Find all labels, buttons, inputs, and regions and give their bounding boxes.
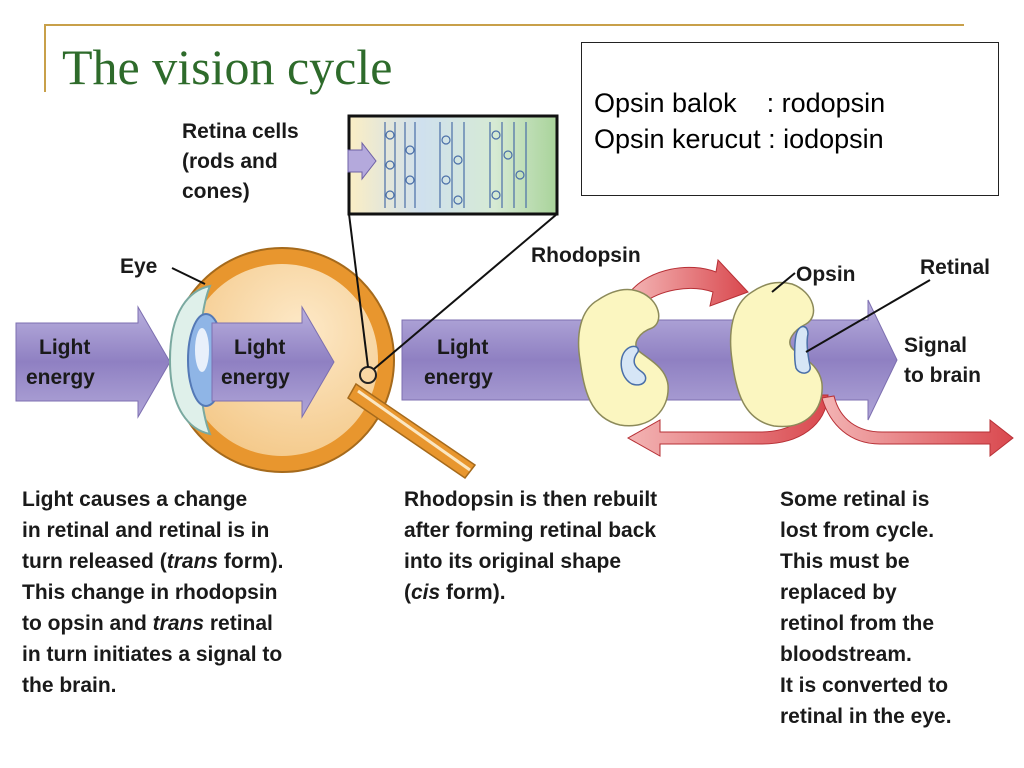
- light-energy-label-2: Light energy: [221, 336, 291, 389]
- eye-pointer-line: [171, 267, 206, 285]
- retina-cells-inset: [347, 114, 559, 216]
- info-separator: :: [736, 88, 782, 118]
- retina-cells-label: Retina cells (rods and cones): [182, 120, 305, 203]
- caption-line: retinal in the eye.: [780, 705, 952, 728]
- caption-line: in turn initiates a signal to: [22, 643, 283, 666]
- zoom-line: [373, 213, 558, 370]
- frame-line-top: [44, 24, 964, 26]
- caption-line: Light causes a change: [22, 488, 248, 511]
- trans-retinal: [793, 325, 811, 374]
- cycle-arrow-top: [629, 258, 749, 307]
- zoom-line: [348, 213, 369, 368]
- light-arrow-left: [15, 305, 171, 419]
- caption-line: (cis form).: [404, 581, 506, 604]
- opsin-protein: [729, 281, 823, 428]
- caption-line: after forming retinal back: [404, 519, 657, 542]
- light-energy-label-1: Light energy: [26, 336, 96, 389]
- caption-line: This must be: [780, 550, 910, 573]
- rhodopsin-protein: [577, 288, 669, 427]
- page-title: The vision cycle: [62, 39, 393, 95]
- info-row-cone: Opsin kerucut : iodopsin: [594, 121, 998, 157]
- caption-line: the brain.: [22, 674, 117, 697]
- caption-line: Some retinal is: [780, 488, 930, 511]
- caption-line: It is converted to: [780, 674, 949, 697]
- caption-line: replaced by: [780, 581, 897, 604]
- caption-line: into its original shape: [404, 550, 622, 573]
- light-arrow-eye: [211, 305, 335, 419]
- caption-right: Some retinal is lost from cycle. This must…: [780, 484, 952, 732]
- eye-label: Eye: [120, 255, 157, 278]
- caption-line: lost from cycle.: [780, 519, 935, 542]
- rhodopsin-label: Rhodopsin: [531, 244, 641, 267]
- caption-middle: Rhodopsin is then rebuilt after forming r…: [404, 484, 657, 608]
- caption-line: This change in rhodopsin: [22, 581, 278, 604]
- caption-line: retinol from the: [780, 612, 935, 635]
- caption-line: turn released (trans form).: [22, 550, 284, 573]
- opsin-info-box: Opsin balok : rodopsin Opsin kerucut : i…: [581, 42, 999, 196]
- info-separator: :: [760, 124, 784, 154]
- signal-to-brain-label: Signal to brain: [904, 334, 981, 387]
- caption-line: bloodstream.: [780, 643, 912, 666]
- info-value: iodopsin: [783, 124, 884, 154]
- info-value: rodopsin: [781, 88, 886, 118]
- caption-left: Light causes a change in retinal and reti…: [22, 484, 283, 701]
- opsin-pointer-line: [771, 272, 796, 293]
- info-row-rod: Opsin balok : rodopsin: [594, 85, 998, 121]
- info-term: Opsin balok: [594, 88, 737, 118]
- caption-line: Rhodopsin is then rebuilt: [404, 488, 658, 511]
- info-term: Opsin kerucut: [594, 124, 761, 154]
- retinal-label: Retinal: [920, 256, 990, 279]
- caption-line: in retinal and retinal is in: [22, 519, 270, 542]
- light-energy-label-3: Light energy: [424, 336, 494, 389]
- retinal-pointer-line: [805, 279, 931, 353]
- loss-arrow: [821, 395, 1014, 458]
- caption-line: to opsin and trans retinal: [22, 612, 273, 635]
- opsin-label: Opsin: [796, 263, 856, 286]
- frame-line-left: [44, 24, 46, 92]
